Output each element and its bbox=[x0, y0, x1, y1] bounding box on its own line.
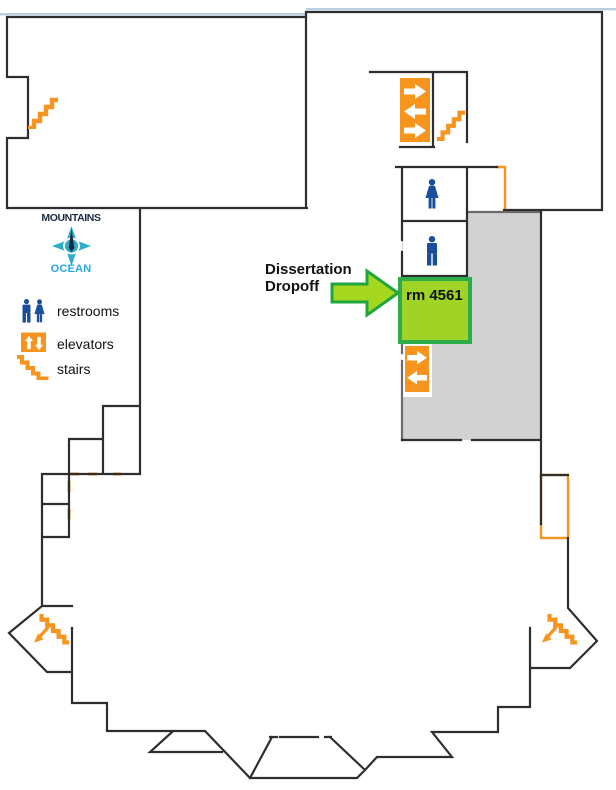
annotation-line1: Dissertation bbox=[265, 261, 352, 278]
lower-elevator-icon bbox=[405, 346, 429, 392]
stairwell-stairs-icon bbox=[437, 113, 465, 139]
orange-walls bbox=[495, 165, 507, 212]
upper-left-stairs-icon bbox=[28, 100, 58, 128]
elevators-icon bbox=[21, 332, 46, 352]
compass-south-label: OCEAN bbox=[51, 263, 92, 275]
elevator-bank-icon bbox=[400, 78, 430, 142]
compass-rose-icon bbox=[52, 226, 91, 266]
legend-restrooms-label: restrooms bbox=[57, 303, 119, 319]
legend-stairs-label: stairs bbox=[57, 361, 90, 377]
wall-highlight bbox=[0, 7, 616, 16]
right-bay-stairs-icon bbox=[542, 614, 577, 643]
dropoff-room-label: rm 4561 bbox=[406, 287, 463, 304]
restrooms-icon bbox=[22, 299, 45, 323]
left-bay-stairs-icon bbox=[34, 614, 69, 643]
legend-elevators-label: elevators bbox=[57, 336, 114, 352]
stairs-icon bbox=[17, 355, 50, 380]
annotation-line2: Dropoff bbox=[265, 278, 320, 295]
dropoff-room bbox=[398, 277, 472, 344]
annotation-label: Dissertation Dropoff bbox=[265, 261, 352, 295]
dropoff-arrow-icon bbox=[330, 268, 401, 318]
small-side-room bbox=[539, 473, 570, 540]
compass-north-label: MOUNTAINS bbox=[41, 212, 101, 224]
building-walls bbox=[5, 10, 604, 780]
door-dashes bbox=[67, 472, 121, 519]
legend: MOUNTAINS OCEAN restrooms elevators stai… bbox=[17, 212, 119, 380]
